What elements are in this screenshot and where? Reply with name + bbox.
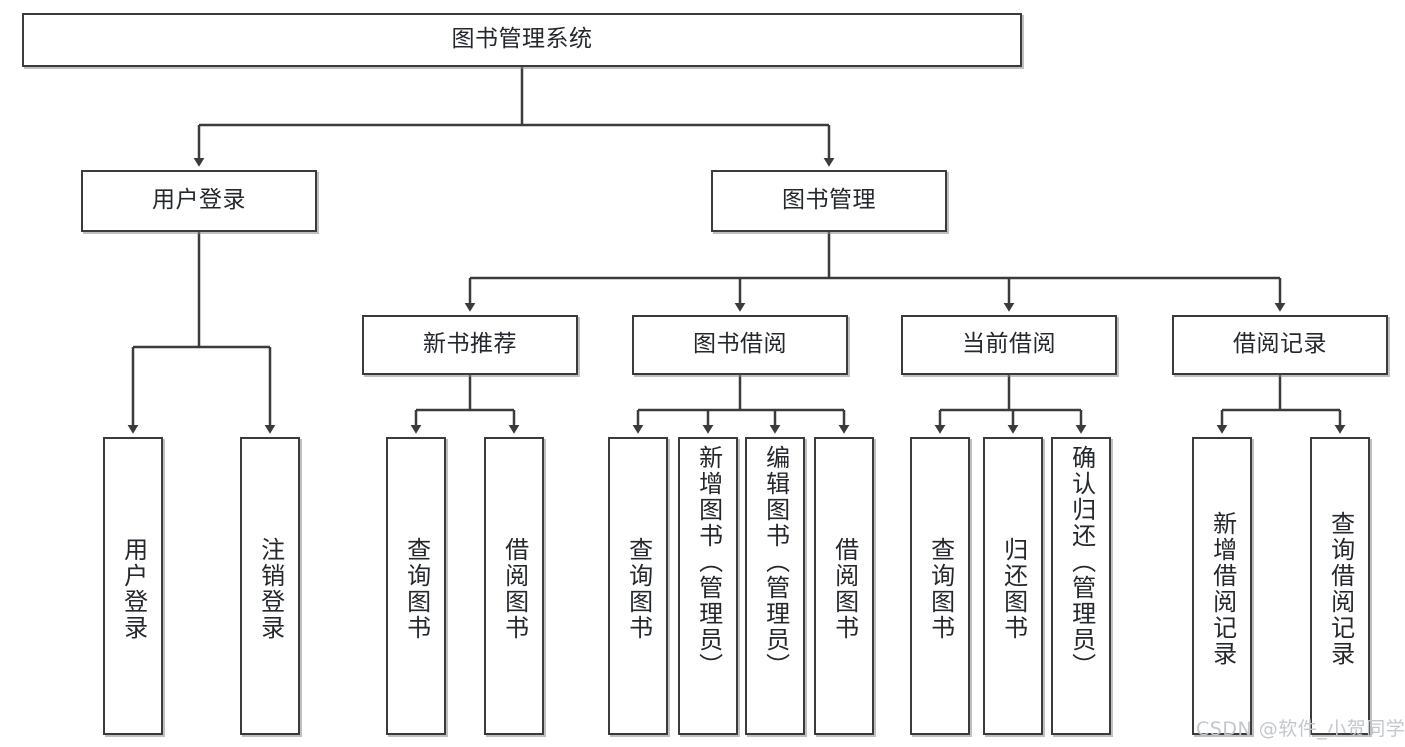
- node-leaf-query-book-3[interactable]: 查询图书: [910, 437, 970, 735]
- node-leaf-add-record[interactable]: 新增借阅记录: [1192, 437, 1252, 735]
- node-label: 当前借阅: [962, 331, 1056, 358]
- node-leaf-confirm-return[interactable]: 确认归还（管理员）: [1051, 437, 1111, 735]
- node-leaf-return-book[interactable]: 归还图书: [983, 437, 1043, 735]
- node-label: 查询图书: [402, 537, 431, 641]
- node-label: 借阅图书: [830, 537, 859, 641]
- node-label: 查询图书: [624, 537, 653, 641]
- node-label: 归还图书: [999, 537, 1028, 641]
- node-leaf-borrow-book-1[interactable]: 借阅图书: [484, 437, 544, 735]
- node-label: 新增借阅记录: [1208, 511, 1237, 667]
- csdn-watermark: CSDN @软件_小贺同学: [1196, 718, 1405, 740]
- node-new-book-rec[interactable]: 新书推荐: [362, 315, 578, 375]
- node-label: 图书借阅: [693, 331, 787, 358]
- node-label: 图书管理: [782, 187, 876, 214]
- node-leaf-add-book[interactable]: 新增图书（管理员）: [678, 437, 738, 735]
- node-current-borrow[interactable]: 当前借阅: [901, 315, 1117, 375]
- node-label: 确认归还（管理员）: [1067, 445, 1096, 679]
- node-user-login[interactable]: 用户登录: [81, 170, 317, 232]
- node-label: 图书管理系统: [451, 26, 593, 53]
- node-leaf-query-record[interactable]: 查询借阅记录: [1310, 437, 1370, 735]
- node-label: 编辑图书（管理员）: [761, 445, 790, 679]
- node-label: 借阅图书: [500, 537, 529, 641]
- node-leaf-query-book-1[interactable]: 查询图书: [386, 437, 446, 735]
- node-leaf-user-login[interactable]: 用户登录: [103, 437, 163, 735]
- node-borrow-record[interactable]: 借阅记录: [1172, 315, 1388, 375]
- node-book-borrow[interactable]: 图书借阅: [632, 315, 848, 375]
- node-leaf-edit-book[interactable]: 编辑图书（管理员）: [745, 437, 805, 735]
- node-label: 注销登录: [256, 537, 285, 641]
- node-leaf-query-book-2[interactable]: 查询图书: [608, 437, 668, 735]
- node-label: 用户登录: [152, 187, 246, 214]
- node-leaf-borrow-book-2[interactable]: 借阅图书: [814, 437, 874, 735]
- node-leaf-logout[interactable]: 注销登录: [240, 437, 300, 735]
- node-label: 新书推荐: [423, 331, 517, 358]
- node-book-manage[interactable]: 图书管理: [711, 170, 947, 232]
- node-label: 借阅记录: [1233, 331, 1327, 358]
- node-root[interactable]: 图书管理系统: [22, 13, 1022, 67]
- node-label: 查询借阅记录: [1326, 511, 1355, 667]
- node-label: 新增图书（管理员）: [694, 445, 723, 679]
- node-label: 用户登录: [119, 537, 148, 641]
- node-label: 查询图书: [926, 537, 955, 641]
